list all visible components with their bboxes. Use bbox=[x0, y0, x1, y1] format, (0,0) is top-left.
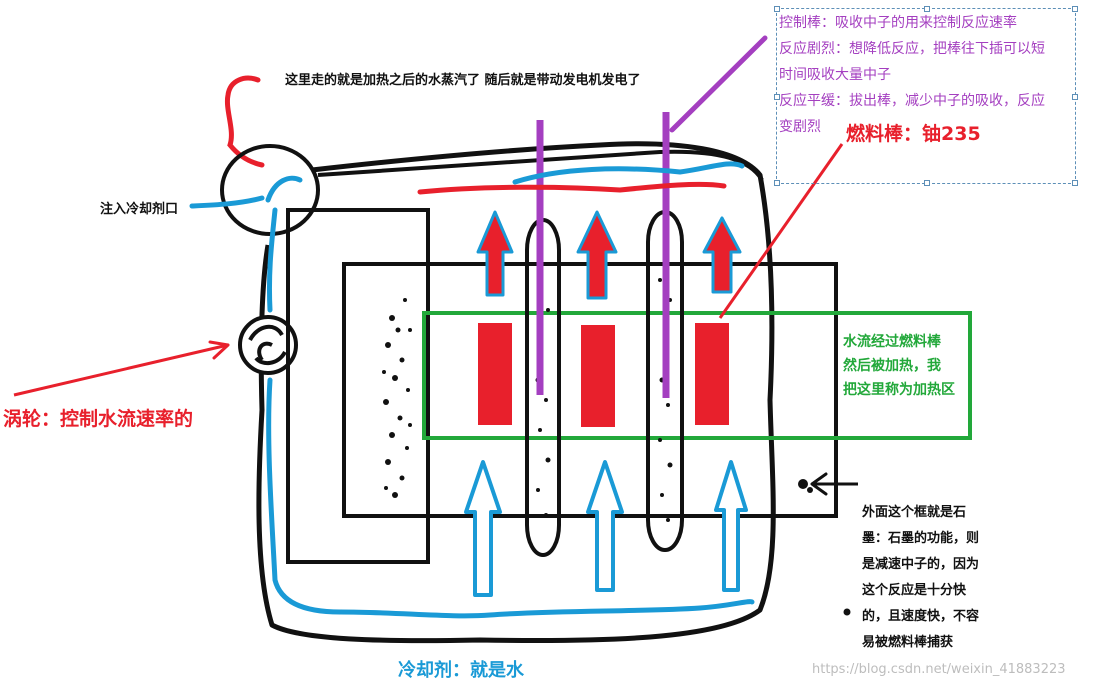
left-inner-box bbox=[286, 208, 430, 564]
coolant-flow bbox=[189, 161, 755, 619]
fuel-rod-2 bbox=[581, 325, 615, 427]
graphite-line-1: 外面这个框就是石 bbox=[862, 505, 967, 520]
fuel-rod-pointer bbox=[718, 143, 844, 319]
graphite-line-4: 这个反应是十分快 bbox=[862, 583, 967, 598]
steam-arrow-1 bbox=[476, 210, 514, 297]
fuel-rod-1 bbox=[478, 323, 512, 425]
watermark: https://blog.csdn.net/weixin_41883223 bbox=[812, 662, 1066, 677]
graphite-line-3: 是减速中子的，因为 bbox=[862, 557, 980, 572]
coolant-arrow-2 bbox=[586, 460, 624, 592]
turbine-label: 涡轮：控制水流速率的 bbox=[3, 408, 194, 430]
fuel-rod-3 bbox=[695, 323, 729, 425]
turbine-pointer-head bbox=[208, 340, 230, 360]
reactor-outer-outline bbox=[256, 141, 776, 644]
steam-top-line bbox=[417, 181, 727, 195]
coolant-arrow-3 bbox=[714, 460, 748, 592]
fuel-rod-label: 燃料棒：铀235 bbox=[846, 123, 981, 145]
coolant-arrows bbox=[464, 460, 748, 597]
steam-note: 这里走的就是加热之后的水蒸汽了 随后就是带动发电机发电了 bbox=[285, 73, 641, 88]
note-bullet bbox=[843, 608, 851, 616]
control-rod-note-line-5: 变剧烈 bbox=[779, 119, 821, 135]
graphite-line-5: 的，且速度快，不容 bbox=[862, 609, 980, 624]
reactor-outer-outline-2 bbox=[317, 149, 764, 182]
steam-arrow-3 bbox=[702, 216, 742, 294]
control-rod-note-box bbox=[774, 6, 1078, 186]
coolant-label: 冷却剂：就是水 bbox=[398, 660, 524, 681]
turbine-pointer bbox=[13, 343, 229, 397]
coolant-arrow-1 bbox=[464, 460, 502, 597]
control-rod-note-line-3: 时间吸收大量中子 bbox=[779, 67, 891, 83]
control-rod-note-line-1: 控制棒：吸收中子的用来控制反应速率 bbox=[779, 15, 1017, 31]
heating-zone-line-2: 然后被加热，我 bbox=[843, 358, 941, 374]
control-rod-note-line-4: 反应平缓：拔出棒，减少中子的吸收，反应 bbox=[779, 93, 1045, 109]
control-rod-note-line-2: 反应剧烈：想降低反应，把棒往下插可以短 bbox=[779, 41, 1045, 57]
steam-outlet-line bbox=[224, 75, 265, 168]
graphite-dots bbox=[382, 298, 813, 498]
control-rod-pointer bbox=[669, 35, 768, 133]
graphite-pointer-head bbox=[810, 472, 828, 496]
heating-zone-line-3: 把这里称为加热区 bbox=[843, 382, 955, 398]
heating-zone-note: 水流经过燃料棒 然后被加热，我 把这里称为加热区 bbox=[843, 330, 955, 402]
graphite-note: 外面这个框就是石 墨：石墨的功能，则 是减速中子的，因为 这个反应是十分快 的，… bbox=[862, 500, 979, 656]
coolant-inlet-junction bbox=[220, 144, 320, 236]
steam-arrows bbox=[476, 210, 742, 300]
heating-zone-box bbox=[422, 311, 972, 440]
graphite-line-2: 墨：石墨的功能，则 bbox=[862, 531, 980, 546]
steam-arrow-2 bbox=[576, 210, 618, 300]
inlet-label: 注入冷却剂口 bbox=[100, 202, 179, 217]
graphite-line-6: 易被燃料棒捕获 bbox=[862, 635, 954, 650]
turbine-blades bbox=[248, 324, 287, 366]
control-rod-note: 控制棒：吸收中子的用来控制反应速率 反应剧烈：想降低反应，把棒往下插可以短 时间… bbox=[779, 10, 1045, 140]
heating-zone-line-1: 水流经过燃料棒 bbox=[843, 334, 941, 350]
